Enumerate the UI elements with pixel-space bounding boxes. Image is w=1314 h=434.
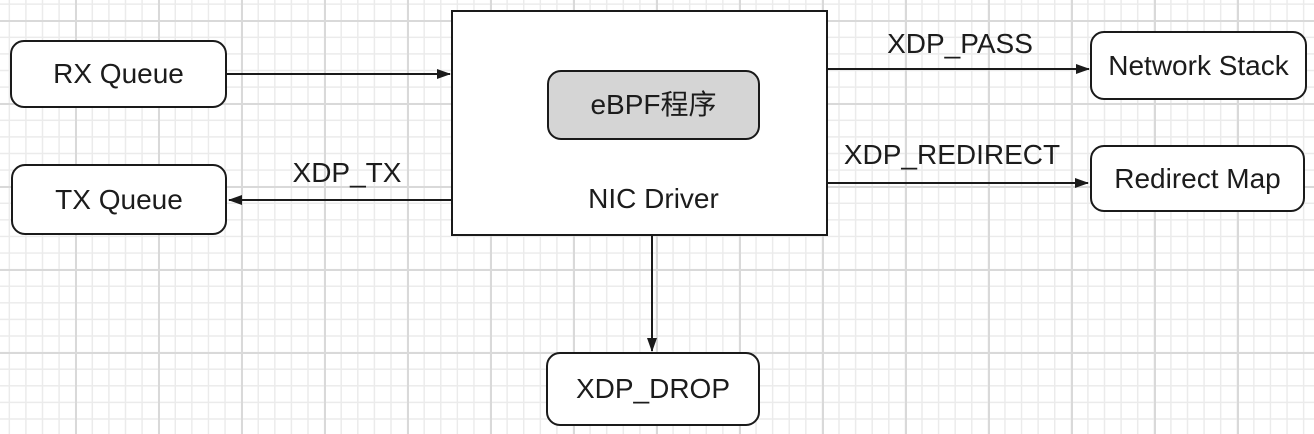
node-nic-driver-label: NIC Driver [588,183,719,214]
node-ebpf-program-label: eBPF程序 [590,89,717,120]
node-tx-queue-label: TX Queue [55,183,183,215]
node-xdp-drop-label: XDP_DROP [575,373,731,404]
node-redirect-map: Redirect Map [1090,145,1305,212]
node-xdp-drop: XDP_DROP [546,352,760,426]
node-rx-queue: RX Queue [10,40,227,108]
edge-label-xdp-tx: XDP_TX [292,157,402,188]
edge-label-xdp-redirect: XDP_REDIRECT [843,139,1061,170]
node-ebpf-program: eBPF程序 [547,70,760,140]
node-rx-queue-label: RX Queue [53,58,184,89]
node-tx-queue: TX Queue [11,164,227,235]
node-network-stack-label: Network Stack [1108,49,1289,81]
edge-label-xdp-pass: XDP_PASS [887,28,1033,59]
node-network-stack: Network Stack [1090,31,1307,100]
node-redirect-map-label: Redirect Map [1114,162,1281,194]
